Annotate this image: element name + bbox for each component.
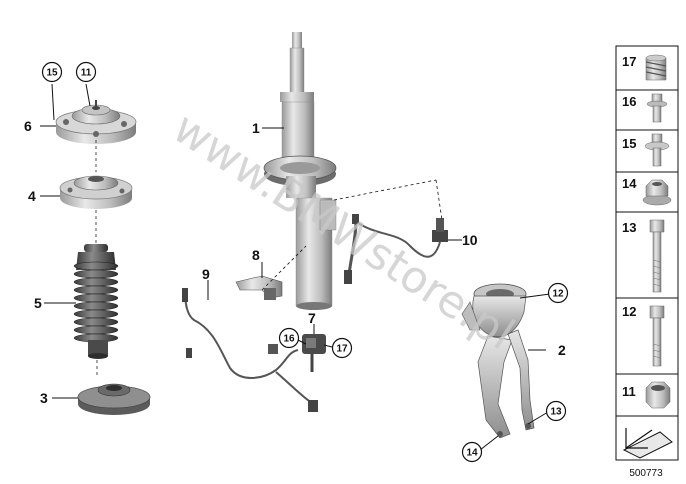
spring-nut-icon xyxy=(645,54,667,81)
shock-absorber-part xyxy=(263,32,337,310)
callout-7: 7 xyxy=(308,310,316,326)
top-mount-part xyxy=(55,100,137,144)
circled-callout-16: 16 xyxy=(278,327,300,349)
wire-connector xyxy=(182,288,188,302)
flange-bolt-icon xyxy=(646,93,668,123)
circled-label: 12 xyxy=(552,289,564,300)
circled-callout-13: 13 xyxy=(545,400,567,422)
callout-9: 9 xyxy=(202,266,210,282)
circled-label: 17 xyxy=(336,344,348,355)
callout-5: 5 xyxy=(34,295,42,311)
circled-label: 13 xyxy=(550,407,562,418)
panel-label-16: 16 xyxy=(622,94,636,109)
circled-callout-11: 11 xyxy=(75,61,97,83)
long-bolt-icon xyxy=(649,219,665,293)
panel-label-13: 13 xyxy=(622,220,636,235)
circled-callout-14: 14 xyxy=(461,441,483,463)
wire-connector xyxy=(432,230,448,242)
circled-label: 14 xyxy=(466,448,478,459)
lower-spring-pad-part xyxy=(77,383,151,415)
ride-height-sensor-part xyxy=(302,334,326,372)
callout-2: 2 xyxy=(558,342,566,358)
leader-lines xyxy=(40,83,551,451)
hex-nut-icon xyxy=(645,381,671,409)
callout-8: 8 xyxy=(252,247,260,263)
panel-label-14: 14 xyxy=(622,176,637,191)
circled-callout-15: 15 xyxy=(41,61,63,83)
wire-connector xyxy=(308,400,318,412)
washer-bolt-icon xyxy=(644,133,670,167)
circled-callout-17: 17 xyxy=(331,337,353,359)
dashed-guides xyxy=(261,179,443,291)
sensor-bracket-part xyxy=(235,275,283,300)
callout-1: 1 xyxy=(252,120,260,136)
dust-bellows-part xyxy=(73,244,119,359)
flange-nut-icon xyxy=(642,179,672,206)
wheel-carrier-part xyxy=(461,283,535,439)
callout-4: 4 xyxy=(28,188,36,204)
callout-10: 10 xyxy=(462,232,478,248)
wire-connector xyxy=(268,344,278,354)
circled-label: 15 xyxy=(46,68,58,79)
callout-6: 6 xyxy=(24,118,32,134)
panel-label-12: 12 xyxy=(622,304,636,319)
wire-connector xyxy=(186,348,192,358)
wire-connector xyxy=(352,214,359,224)
callout-3: 3 xyxy=(40,390,48,406)
direction-arrow-icon xyxy=(622,428,673,459)
circled-label: 16 xyxy=(283,334,295,345)
medium-bolt-icon xyxy=(649,305,665,367)
wire-connector xyxy=(344,270,352,284)
diagram-number: 500773 xyxy=(629,468,663,479)
panel-label-11: 11 xyxy=(622,384,636,399)
circled-callout-12: 12 xyxy=(547,282,569,304)
panel-label-15: 15 xyxy=(622,136,636,151)
circled-label: 11 xyxy=(81,68,92,79)
wire-connector xyxy=(436,218,444,232)
panel-label-17: 17 xyxy=(622,54,636,69)
spring-pad-part xyxy=(59,175,133,209)
fastener-panel: 17 16 15 14 13 12 11 xyxy=(615,45,679,461)
